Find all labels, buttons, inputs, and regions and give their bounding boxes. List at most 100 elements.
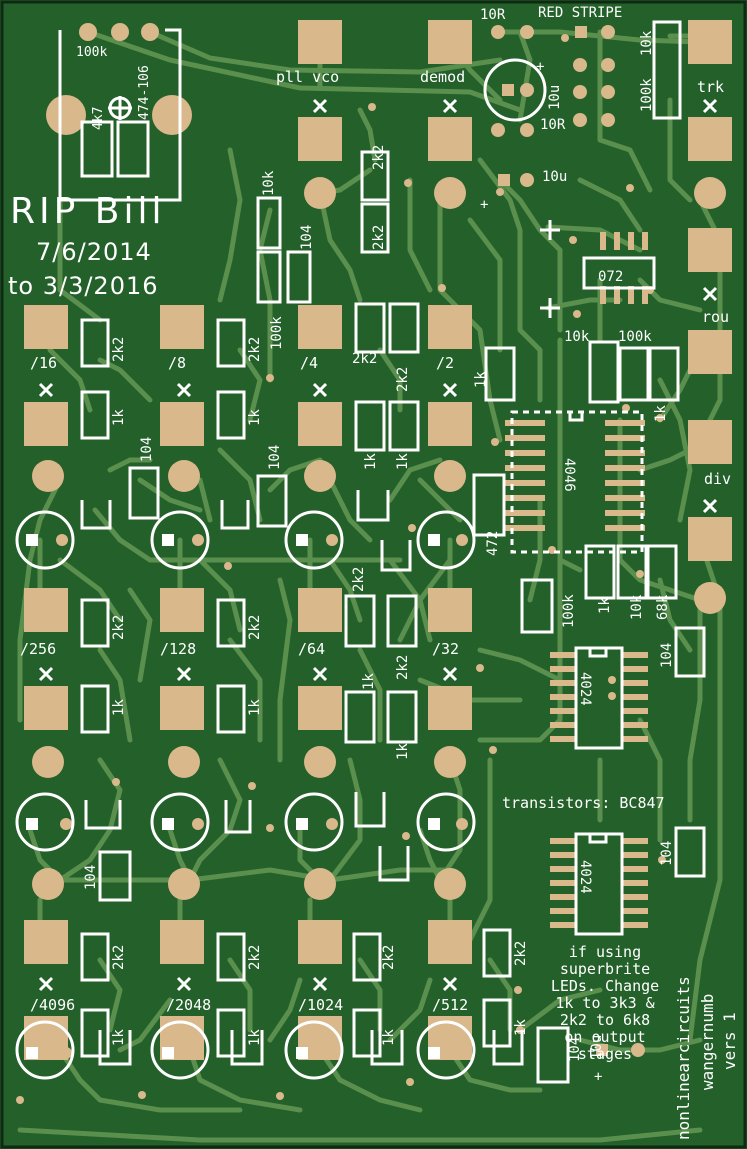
- r-1k-label: 1k: [381, 1029, 397, 1046]
- c-104-label-a: 104: [299, 224, 315, 250]
- r-1k-label: 1k: [111, 699, 127, 716]
- r-2k2-label: 2k2: [395, 366, 411, 392]
- r-100k-label-c: 100k: [561, 594, 577, 628]
- r-2k2-label: 2k2: [381, 944, 397, 970]
- led-note-line: 1k to 3k3 &: [555, 994, 655, 1012]
- r-2k2-label: 2k2: [247, 944, 263, 970]
- ic-4024-a-label: 4024: [577, 672, 593, 706]
- c-10u-label-b: 10u: [542, 169, 568, 185]
- divider-label: /2: [436, 354, 455, 372]
- version-label: vers 1: [720, 1012, 739, 1070]
- led-note-line: superbrite: [559, 960, 651, 978]
- r-2k2-label: 2k2: [351, 566, 367, 592]
- divider-label: /32: [432, 640, 460, 658]
- r-1k-label: 1k: [247, 699, 263, 716]
- board-title: RIP Bill: [10, 191, 166, 232]
- r-100k-label-a: 100k: [269, 316, 285, 350]
- divider-label: /4: [300, 354, 319, 372]
- r-68k-label: 68k: [655, 594, 671, 620]
- date-from: 7/6/2014: [36, 238, 152, 266]
- divider-label: /2048: [166, 996, 212, 1014]
- led-note-line: stages: [577, 1045, 633, 1063]
- divider-label: /1024: [298, 996, 344, 1014]
- r-2k2-label: 2k2: [111, 944, 127, 970]
- copper-layer: [16, 20, 732, 1104]
- ic-4024-b-label: 4024: [577, 860, 593, 894]
- r-1k-label-c: 1k: [597, 597, 613, 614]
- transistor-note: transistors: BC847: [502, 794, 665, 812]
- r-1k-label: 1k: [111, 1029, 127, 1046]
- r-1k-label-a: 1k: [473, 371, 489, 388]
- c-104-label-b: 104: [659, 642, 675, 668]
- divider-label: /128: [160, 640, 197, 658]
- c-472-label: 472: [485, 530, 501, 556]
- r-2k2-label-b: 2k2: [371, 224, 387, 250]
- r-4k7-label: 4k7: [91, 106, 106, 130]
- r-2k2-label: 2k2: [111, 336, 127, 362]
- r-10k-label-c: 10k: [629, 594, 645, 620]
- jack-label-pll-vco: pll vco: [276, 68, 340, 86]
- r-100k-top-label: 100k: [639, 78, 655, 112]
- r-2k2-label: 2k2: [247, 336, 263, 362]
- c-104-label: 104: [267, 444, 283, 470]
- c-10u-label-d: 10u: [589, 1034, 605, 1060]
- jack-label-trk: trk: [697, 78, 725, 96]
- c-104-label-d: 104: [567, 1036, 583, 1062]
- r-1k-label: 1k: [247, 409, 263, 426]
- led-note: if using superbrite LEDs. Change 1k to 3…: [532, 944, 678, 1063]
- divider-label: /512: [432, 996, 469, 1014]
- pot-code-label: 474-106: [137, 65, 152, 120]
- c-104-label: 104: [139, 436, 155, 462]
- r-1k-label: 1k: [513, 1019, 529, 1036]
- r-10k-label-b: 10k: [564, 329, 590, 345]
- r-1k-label: 1k: [361, 673, 377, 690]
- led-note-line: on output: [564, 1028, 646, 1046]
- r-1k-label: 1k: [395, 743, 411, 760]
- red-stripe-label: RED STRIPE: [538, 5, 623, 21]
- jack-label-div: div: [704, 470, 732, 488]
- silkscreen-layer: [15, 20, 718, 1084]
- r-1k-label-b: 1k: [653, 405, 669, 422]
- r-10k-top-label: 10k: [639, 30, 655, 56]
- r-2k2-label: 2k2: [247, 614, 263, 640]
- plus-mark-b: +: [480, 197, 489, 213]
- r-2k2-label: 2k2: [395, 654, 411, 680]
- r-10r-label-b: 10R: [540, 117, 566, 133]
- ic-4046-label: 4046: [561, 458, 577, 492]
- maker-label: nonlinearcircuits: [674, 976, 693, 1140]
- r-10k-label-a: 10k: [261, 170, 277, 196]
- plus-mark-c: +: [594, 1069, 603, 1085]
- led-note-line: if using: [568, 943, 642, 961]
- jack-label-rou: rou: [702, 308, 730, 326]
- date-to: to 3/3/2016: [8, 272, 159, 300]
- divider-label: /4096: [30, 996, 76, 1014]
- c-104-label-c: 104: [659, 840, 675, 866]
- ic-4046-pads: [505, 420, 645, 531]
- c-104-label: 104: [83, 864, 99, 890]
- ic-072-label: 072: [598, 269, 624, 285]
- r-2k2-label: 2k2: [513, 940, 529, 966]
- trace-layer: [17, 29, 723, 1143]
- r-10r-label-a: 10R: [480, 7, 506, 23]
- r-1k-label: 1k: [247, 1029, 263, 1046]
- r-2k2-label-a: 2k2: [371, 144, 387, 170]
- ic-4024-b-pads: [550, 838, 648, 928]
- r-1k-label: 1k: [395, 453, 411, 470]
- pot-value-label: 100k: [76, 45, 108, 60]
- plus-mark-a: +: [536, 59, 545, 75]
- divider-label: /256: [20, 640, 57, 658]
- r-2k2-label: 2k2: [352, 351, 378, 367]
- divider-label: /64: [298, 640, 326, 658]
- divider-label: /16: [30, 354, 58, 372]
- jack-label-demod: demod: [420, 68, 466, 86]
- ic-4024-a-pads: [550, 652, 648, 742]
- led-note-line: 2k2 to 6k8: [559, 1011, 651, 1029]
- r-2k2-label: 2k2: [111, 614, 127, 640]
- r-1k-label: 1k: [363, 453, 379, 470]
- led-note-line: LEDs. Change: [550, 977, 660, 995]
- c-10u-label-a: 10u: [547, 84, 563, 110]
- r-1k-label: 1k: [111, 409, 127, 426]
